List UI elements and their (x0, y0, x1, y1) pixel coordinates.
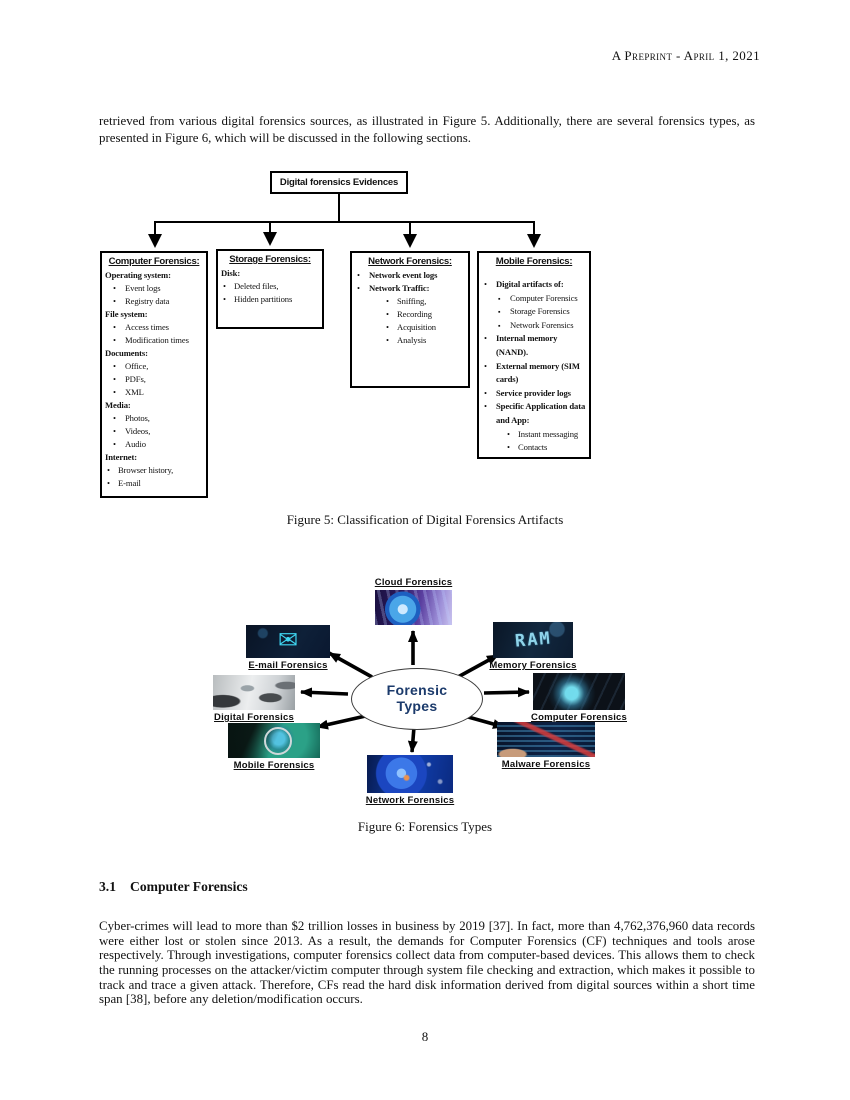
fig5-item: Sniffing, (355, 295, 465, 308)
fig5-item: Deleted files, (221, 280, 319, 293)
globe-data-stream-icon (375, 590, 452, 625)
fig5-connector-lines (148, 192, 541, 248)
fig5-box-heading: Storage Forensics: (229, 254, 311, 265)
fig5-item: Digital artifacts of: (482, 278, 586, 292)
fig5-item: Browser history, (105, 464, 203, 477)
fig5-item: Recording (355, 308, 465, 321)
fig5-item: Photos, (105, 412, 203, 425)
figure6-node-label: Memory Forensics (489, 660, 577, 671)
keyboard-fingerprint-icon (533, 673, 625, 710)
figure6-node-label: Cloud Forensics (374, 577, 453, 588)
figure6-node-email-forensics: E-mail Forensics (246, 625, 330, 671)
fig5-item: Modification times (105, 334, 203, 347)
section-title: Computer Forensics (130, 879, 248, 894)
fig5-item: Documents: (105, 348, 148, 358)
fig5-box-computer-forensics: Computer Forensics: Operating system: Eve… (100, 251, 208, 498)
code-red-alert-icon (497, 722, 595, 757)
fig5-item: Videos, (105, 425, 203, 438)
figure6-node-computer-forensics: Computer Forensics (531, 673, 627, 723)
fig5-item: External memory (SIM cards) (482, 360, 586, 387)
fig5-item: E-mail (105, 477, 203, 490)
section-number: 3.1 (99, 879, 116, 894)
fig5-box-storage-forensics: Storage Forensics: Disk: Deleted files,Hi… (216, 249, 324, 329)
ram-letters-icon (493, 622, 573, 658)
fig5-item: Operating system: (105, 270, 171, 280)
fig5-item: Network Forensics (482, 319, 586, 333)
fig5-item: Audio (105, 438, 203, 451)
figure6-diagram: Forensic Types Cloud ForensicsE-mail For… (200, 565, 650, 811)
fig5-item: Internet: (105, 452, 138, 462)
figure6-node-label: Mobile Forensics (233, 760, 315, 771)
envelope-cyber-icon (246, 625, 330, 658)
figure6-node-mobile-forensics: Mobile Forensics (228, 723, 320, 771)
fig5-item: Internal memory (NAND). (482, 332, 586, 359)
fig5-item: Network event logs (355, 269, 465, 282)
figure5-caption: Figure 5: Classification of Digital Fore… (286, 512, 564, 527)
fig5-item: Event logs (105, 282, 203, 295)
fig5-item: Office, (105, 360, 203, 373)
figure6-node-cloud-forensics: Cloud Forensics (375, 577, 452, 625)
figure6-node-label: Network Forensics (365, 795, 455, 806)
fig5-item: PDFs, (105, 373, 203, 386)
figure6-node-label: Malware Forensics (501, 759, 591, 770)
forensic-types-line1: Forensic (386, 682, 448, 699)
forensic-types-ellipse: Forensic Types (351, 668, 483, 730)
figure6-node-malware-forensics: Malware Forensics (497, 722, 595, 770)
section-heading: 3.1 Computer Forensics (99, 879, 248, 895)
fig5-item: Specific Application data and App: (482, 400, 586, 427)
fig5-item: Storage Forensics (482, 305, 586, 319)
fig5-item: XML (105, 386, 203, 399)
body-paragraph: Cyber-crimes will lead to more than $2 t… (99, 918, 755, 1007)
fig5-item: Contacts (482, 441, 586, 455)
globe-network-icon (367, 755, 453, 793)
figure6-caption: Figure 6: Forensics Types (357, 819, 493, 834)
fig5-box-heading: Computer Forensics: (108, 256, 200, 267)
fig5-item: Media: (105, 400, 131, 410)
fig5-item: Access times (105, 321, 203, 334)
hands-desk-devices-icon (213, 675, 295, 710)
fig5-box-heading: Network Forensics: (368, 256, 452, 267)
fig5-item: Service provider logs (482, 387, 586, 401)
fig5-item: Disk: (221, 268, 241, 278)
fig5-item: Acquisition (355, 321, 465, 334)
fig5-item: Hidden partitions (221, 293, 319, 306)
figure6-node-label: Computer Forensics (531, 712, 627, 723)
fig5-item (482, 269, 586, 278)
fig5-item: Instant messaging (482, 428, 586, 442)
fig5-item: Network Traffic: (355, 282, 465, 295)
figure6-node-label: Digital Forensics (214, 712, 294, 723)
figure6-node-memory-forensics: Memory Forensics (489, 622, 576, 671)
fig5-item: Registry data (105, 295, 203, 308)
figure6-node-label: E-mail Forensics (248, 660, 328, 671)
figure6-node-digital-forensics: Digital Forensics (213, 675, 295, 723)
page-number: 8 (421, 1029, 429, 1044)
forensic-types-line2: Types (396, 698, 438, 714)
fig5-item: Analysis (355, 334, 465, 347)
fig5-box-heading: Mobile Forensics: (495, 256, 573, 267)
fig5-item: File system: (105, 309, 148, 319)
fig5-item: Computer Forensics (482, 292, 586, 306)
page-header: A Preprint - April 1, 2021 (611, 48, 760, 63)
fig5-box-network-forensics: Network Forensics: Network event logsNet… (350, 251, 470, 388)
figure6-node-network-forensics: Network Forensics (365, 755, 455, 806)
phone-magnifier-icon (228, 723, 320, 758)
fig5-box-mobile-forensics: Mobile Forensics: Digital artifacts of:C… (477, 251, 591, 459)
intro-paragraph: retrieved from various digital forensics… (99, 113, 755, 145)
